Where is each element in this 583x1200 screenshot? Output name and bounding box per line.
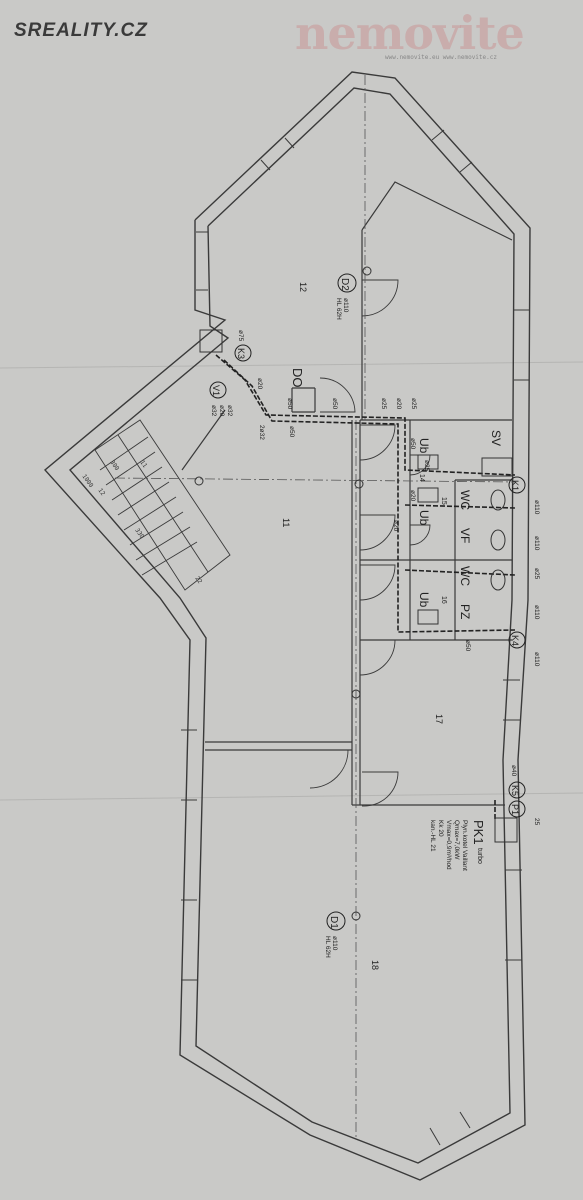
- stair-dimension: 22: [193, 575, 203, 585]
- node-label-d1: D1: [328, 916, 339, 929]
- window-marks: [181, 129, 529, 1146]
- pipe-dimension: ø50: [286, 398, 293, 410]
- pipe-dimension: ø110: [342, 298, 349, 313]
- node-label-p1: P1: [510, 804, 520, 815]
- pipe-dimension: ø50: [288, 426, 295, 438]
- fixture-label: PZ: [458, 604, 472, 619]
- paper-fold-line: [0, 792, 583, 801]
- boiler-spec: Kk 20: [437, 820, 444, 837]
- node-label-k3: K3: [236, 348, 246, 359]
- fixture-label: DO: [290, 368, 305, 388]
- node-label-d2: D2: [339, 278, 350, 291]
- pipe-dimension: ø40: [510, 765, 517, 777]
- pipe-dimension: ø25: [380, 398, 387, 410]
- pipe-dimension: ø20: [409, 490, 416, 502]
- pipe-dimension: 25: [533, 818, 540, 826]
- boiler-spec: Vmax=0,9m³/hod: [445, 820, 452, 870]
- pipe-dimension: ø25: [410, 398, 417, 410]
- pipe-dimension: ø32: [210, 405, 217, 417]
- room-number: 17: [434, 714, 444, 724]
- pipe-dimension: ø50: [464, 640, 471, 652]
- outer-wall: [43, 71, 531, 1181]
- boiler-title: PK1: [471, 820, 486, 845]
- room-number: 12: [298, 282, 308, 292]
- sreality-watermark: SREALITY.CZ: [14, 20, 148, 41]
- pipe-spec: HL 62H: [324, 936, 331, 958]
- node-label-k5: K5: [510, 785, 520, 796]
- room-number: 16: [440, 596, 447, 604]
- boiler-subtitle: turbo: [476, 848, 483, 864]
- fixture-label: Ub: [417, 438, 431, 454]
- node-label-k4: K4: [510, 635, 520, 646]
- room-number: 18: [370, 960, 380, 970]
- pipe-dimension: ø20: [395, 398, 402, 410]
- nemovite-watermark-url: www.nemovite.eu www.nemovite.cz: [385, 54, 497, 61]
- staircase: [94, 419, 231, 591]
- stair-dimension: 12: [96, 487, 106, 497]
- node-label-k1: K1: [510, 480, 520, 491]
- pipe-dimension: ø25: [423, 460, 430, 472]
- nemovite-watermark: nemovite: [295, 6, 525, 60]
- pipe-dimension: ø110: [331, 936, 338, 951]
- pipe-dimension: ø110: [533, 605, 540, 620]
- room-number: 14: [418, 474, 425, 482]
- sanitary-fixtures: [199, 329, 518, 843]
- interior-walls: [181, 181, 513, 806]
- pipe-dimension: ø20: [392, 520, 399, 532]
- pipe-dimension: ø20: [218, 405, 225, 417]
- paper-fold-line: [0, 361, 583, 369]
- fixture-label: SV: [489, 430, 503, 446]
- fixture-label: Ub: [417, 592, 431, 608]
- room-number: 15: [440, 497, 447, 505]
- pipe-dimension: 2ø32: [258, 425, 265, 440]
- stair-dimension: 300: [108, 459, 120, 472]
- stair-dimension: 1000: [80, 473, 94, 489]
- pipe-dimension: ø110: [533, 652, 540, 667]
- pipe-dimension: ø75: [237, 330, 244, 342]
- door-swings: [309, 279, 431, 807]
- pipe-dimension: ø110: [533, 500, 540, 515]
- fixture-label: Ub: [417, 510, 431, 526]
- fixture-label: VF: [458, 528, 472, 543]
- pipe-labels: ø20 ø25 ø20 ø50 ø25 2ø32 ø50 ø50 ø25 ø20…: [256, 378, 540, 652]
- axis-lines: [114, 75, 516, 1140]
- pipe-dimension: ø25: [533, 568, 540, 580]
- pipe-dimension: ø50: [409, 438, 416, 450]
- boiler-spec: kan.-HL 21: [429, 820, 436, 852]
- stair-dimension: 330: [133, 527, 145, 540]
- fixture-label: WC: [458, 566, 472, 586]
- boiler-note: PK1 turbo Plyn.kotel Vaillant Qmax=7,0kW…: [429, 820, 486, 871]
- stair-dimension: 11: [138, 459, 148, 469]
- piping: [215, 354, 516, 820]
- pipe-dimension: ø50: [331, 398, 338, 410]
- pipe-dimension: ø20: [256, 378, 263, 390]
- boiler-spec: Qmax=7,0kW: [453, 820, 460, 860]
- fixture-label: WC: [458, 490, 472, 510]
- pipe-dimension: ø110: [533, 536, 540, 551]
- pipe-dimension: ø32: [226, 405, 233, 417]
- boiler-spec: Plyn.kotel Vaillant: [461, 820, 468, 871]
- node-circles: [209, 273, 526, 931]
- pipe-spec: HL 62H: [335, 298, 342, 320]
- axis-markers: [194, 266, 372, 921]
- room-number: 11: [281, 518, 291, 527]
- node-label-v1: V1: [211, 385, 221, 396]
